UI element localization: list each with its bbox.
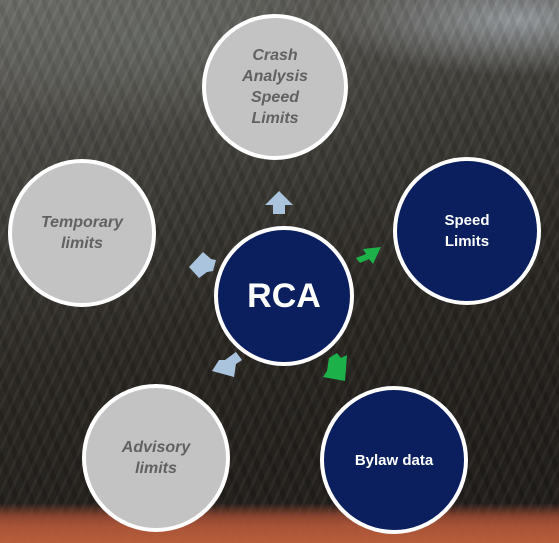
rca-center-label: RCA (247, 277, 321, 315)
bylaw-data-node: Bylaw data (320, 386, 468, 534)
bylaw-data-label: Bylaw data (354, 451, 434, 469)
temporary-limits-label: Temporary limits (40, 214, 124, 252)
temporary-limits-node: Temporary limits (8, 159, 156, 307)
crash-analysis-label: Crash Analysis Speed Limits (242, 47, 308, 127)
arrow-to-bylaw-data (323, 353, 347, 381)
arrow-to-crash-analysis (265, 191, 293, 214)
rca-center-node: RCA (214, 226, 354, 366)
speed-limits-node: Speed Limits (393, 157, 541, 305)
advisory-limits-node: Advisory limits (82, 384, 230, 532)
crash-analysis-node: Crash Analysis Speed Limits (202, 14, 348, 160)
arrow-to-advisory-limits (212, 352, 242, 377)
road-surface (0, 503, 559, 543)
advisory-limits-label: Advisory limits (121, 439, 191, 477)
speed-limits-label: Speed Limits (444, 212, 490, 250)
arrow-to-temporary-limits (189, 252, 216, 278)
arrow-to-speed-limits (356, 247, 381, 264)
